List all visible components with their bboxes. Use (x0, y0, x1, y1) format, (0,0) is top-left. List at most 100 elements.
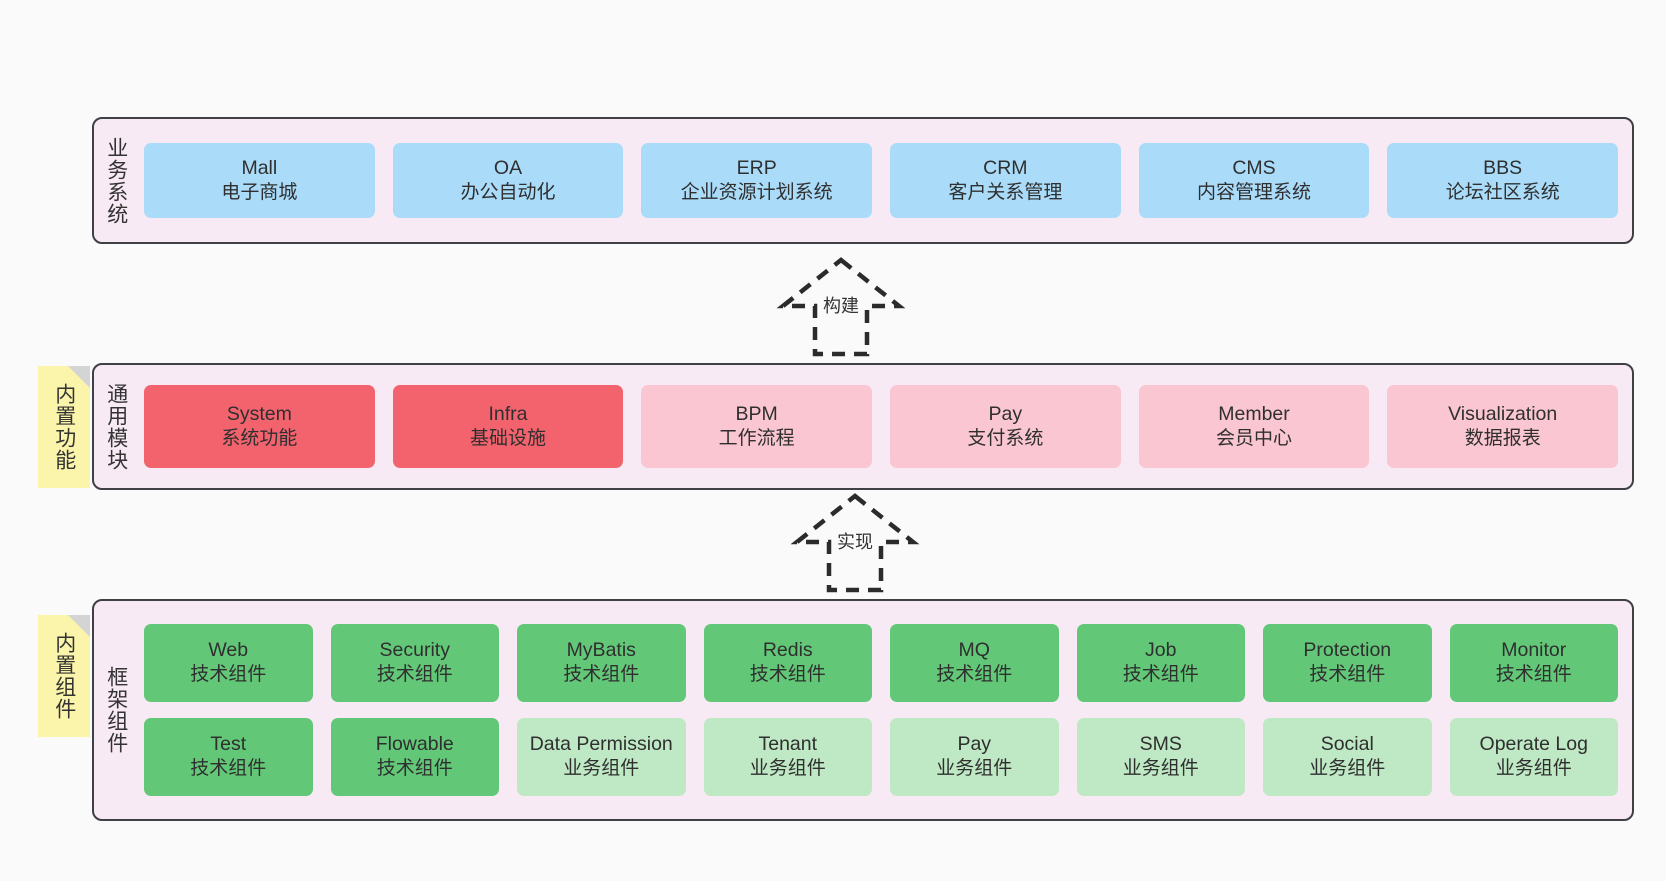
card-crm-name: CRM (983, 156, 1028, 179)
card-oa-name: OA (493, 156, 523, 179)
card-sms[interactable]: SMS 业务组件 (1076, 718, 1245, 796)
card-mybatis-name: MyBatis (566, 639, 636, 662)
card-erp-name: ERP (736, 156, 777, 179)
card-visualization-name: Visualization (1448, 402, 1558, 425)
card-monitor-name: Monitor (1501, 639, 1567, 662)
card-infra[interactable]: Infra 基础设施 (392, 385, 624, 468)
layer-common-row: System 系统功能 Infra 基础设施 BPM 工作流程 Pay 支付系统… (144, 385, 1619, 468)
card-web[interactable]: Web 技术组件 (144, 624, 313, 702)
arrow-realize: 实现 (780, 493, 930, 593)
card-pay-component[interactable]: Pay 业务组件 (890, 718, 1059, 796)
card-member-desc: 会员中心 (1216, 427, 1293, 449)
card-mall[interactable]: Mall 电子商城 (144, 143, 375, 218)
card-member-name: Member (1218, 402, 1290, 425)
card-oa[interactable]: OA 办公自动化 (392, 143, 624, 218)
card-pay-component-name: Pay (957, 733, 992, 756)
card-sms-desc: 业务组件 (1122, 758, 1199, 780)
card-redis-desc: 技术组件 (749, 664, 826, 686)
card-erp-desc: 企业资源计划系统 (680, 181, 833, 203)
arrow-build: 构建 (766, 257, 916, 357)
card-crm-desc: 客户关系管理 (948, 181, 1063, 203)
card-pay-component-desc: 业务组件 (936, 758, 1013, 780)
card-visualization-desc: 数据报表 (1464, 427, 1541, 449)
layer-business-row: Mall 电子商城 OA 办公自动化 ERP 企业资源计划系统 CRM 客户关系… (144, 143, 1619, 218)
card-tenant-desc: 业务组件 (749, 758, 826, 780)
card-web-desc: 技术组件 (190, 664, 267, 686)
card-security[interactable]: Security 技术组件 (330, 624, 499, 702)
card-test[interactable]: Test 技术组件 (144, 718, 313, 796)
card-job-desc: 技术组件 (1122, 664, 1199, 686)
card-bbs[interactable]: BBS 论坛社区系统 (1387, 143, 1619, 218)
card-job[interactable]: Job 技术组件 (1076, 624, 1245, 702)
arrow-build-label: 构建 (823, 296, 859, 316)
note-builtin-function-label: 内置功能 (52, 383, 76, 471)
card-operate-log[interactable]: Operate Log 业务组件 (1449, 718, 1618, 796)
card-pay-module-name: Pay (988, 402, 1023, 425)
card-bpm[interactable]: BPM 工作流程 (641, 385, 873, 468)
card-data-permission[interactable]: Data Permission 业务组件 (517, 718, 686, 796)
card-social-name: Social (1320, 733, 1374, 756)
card-bbs-desc: 论坛社区系统 (1445, 181, 1560, 203)
layer-framework-row-business: Test 技术组件 Flowable 技术组件 Data Permission … (144, 718, 1618, 796)
card-job-name: Job (1145, 639, 1177, 662)
card-pay-module[interactable]: Pay 支付系统 (890, 385, 1121, 468)
card-cms[interactable]: CMS 内容管理系统 (1138, 143, 1370, 218)
layer-business-systems: 业务系统 Mall 电子商城 OA 办公自动化 ERP 企业资源计划系统 CRM… (92, 117, 1634, 244)
card-social[interactable]: Social 业务组件 (1263, 718, 1432, 796)
card-mall-desc: 电子商城 (221, 181, 298, 203)
card-cms-name: CMS (1232, 156, 1276, 179)
card-bpm-desc: 工作流程 (718, 427, 795, 449)
card-test-name: Test (210, 733, 247, 756)
card-flowable-desc: 技术组件 (376, 758, 453, 780)
card-tenant[interactable]: Tenant 业务组件 (703, 718, 872, 796)
note-builtin-component: 内置组件 (38, 615, 90, 737)
card-flowable-name: Flowable (375, 733, 454, 756)
arrow-build-shape (776, 257, 906, 357)
arrow-realize-shape (790, 493, 920, 593)
card-data-permission-name: Data Permission (529, 733, 673, 756)
note-builtin-component-label: 内置组件 (52, 632, 76, 720)
card-bbs-name: BBS (1483, 156, 1523, 179)
card-mybatis[interactable]: MyBatis 技术组件 (517, 624, 686, 702)
card-mall-name: Mall (241, 156, 278, 179)
card-bpm-name: BPM (735, 402, 778, 425)
card-protection-desc: 技术组件 (1309, 664, 1386, 686)
card-operate-log-name: Operate Log (1479, 733, 1588, 756)
card-oa-desc: 办公自动化 (460, 181, 556, 203)
card-pay-module-desc: 支付系统 (967, 427, 1044, 449)
card-web-name: Web (208, 639, 249, 662)
card-mybatis-desc: 技术组件 (563, 664, 640, 686)
card-member[interactable]: Member 会员中心 (1138, 385, 1370, 468)
card-system[interactable]: System 系统功能 (144, 385, 375, 468)
note-fold-icon (68, 366, 90, 388)
card-social-desc: 业务组件 (1309, 758, 1386, 780)
card-infra-desc: 基础设施 (470, 427, 547, 449)
card-infra-name: Infra (488, 402, 528, 425)
card-monitor[interactable]: Monitor 技术组件 (1449, 624, 1618, 702)
card-redis[interactable]: Redis 技术组件 (703, 624, 872, 702)
card-flowable[interactable]: Flowable 技术组件 (330, 718, 499, 796)
layer-title-business: 业务系统 (104, 136, 128, 225)
card-visualization[interactable]: Visualization 数据报表 (1387, 385, 1619, 468)
card-protection[interactable]: Protection 技术组件 (1263, 624, 1432, 702)
card-security-name: Security (379, 639, 450, 662)
card-test-desc: 技术组件 (190, 758, 267, 780)
card-protection-name: Protection (1303, 639, 1392, 662)
card-data-permission-desc: 业务组件 (563, 758, 640, 780)
note-fold-icon (68, 615, 90, 637)
card-security-desc: 技术组件 (376, 664, 453, 686)
layer-body-common: System 系统功能 Infra 基础设施 BPM 工作流程 Pay 支付系统… (138, 365, 1632, 488)
layer-title-common: 通用模块 (104, 382, 128, 471)
card-mq[interactable]: MQ 技术组件 (890, 624, 1059, 702)
layer-title-framework: 框架组件 (104, 666, 128, 754)
card-cms-desc: 内容管理系统 (1197, 181, 1312, 203)
card-monitor-desc: 技术组件 (1495, 664, 1572, 686)
card-tenant-name: Tenant (758, 733, 818, 756)
card-crm[interactable]: CRM 客户关系管理 (890, 143, 1121, 218)
card-erp[interactable]: ERP 企业资源计划系统 (641, 143, 873, 218)
layer-body-business: Mall 电子商城 OA 办公自动化 ERP 企业资源计划系统 CRM 客户关系… (138, 119, 1632, 242)
card-system-name: System (226, 402, 292, 425)
layer-framework-row-tech: Web 技术组件 Security 技术组件 MyBatis 技术组件 Redi… (144, 624, 1618, 702)
card-system-desc: 系统功能 (221, 427, 298, 449)
